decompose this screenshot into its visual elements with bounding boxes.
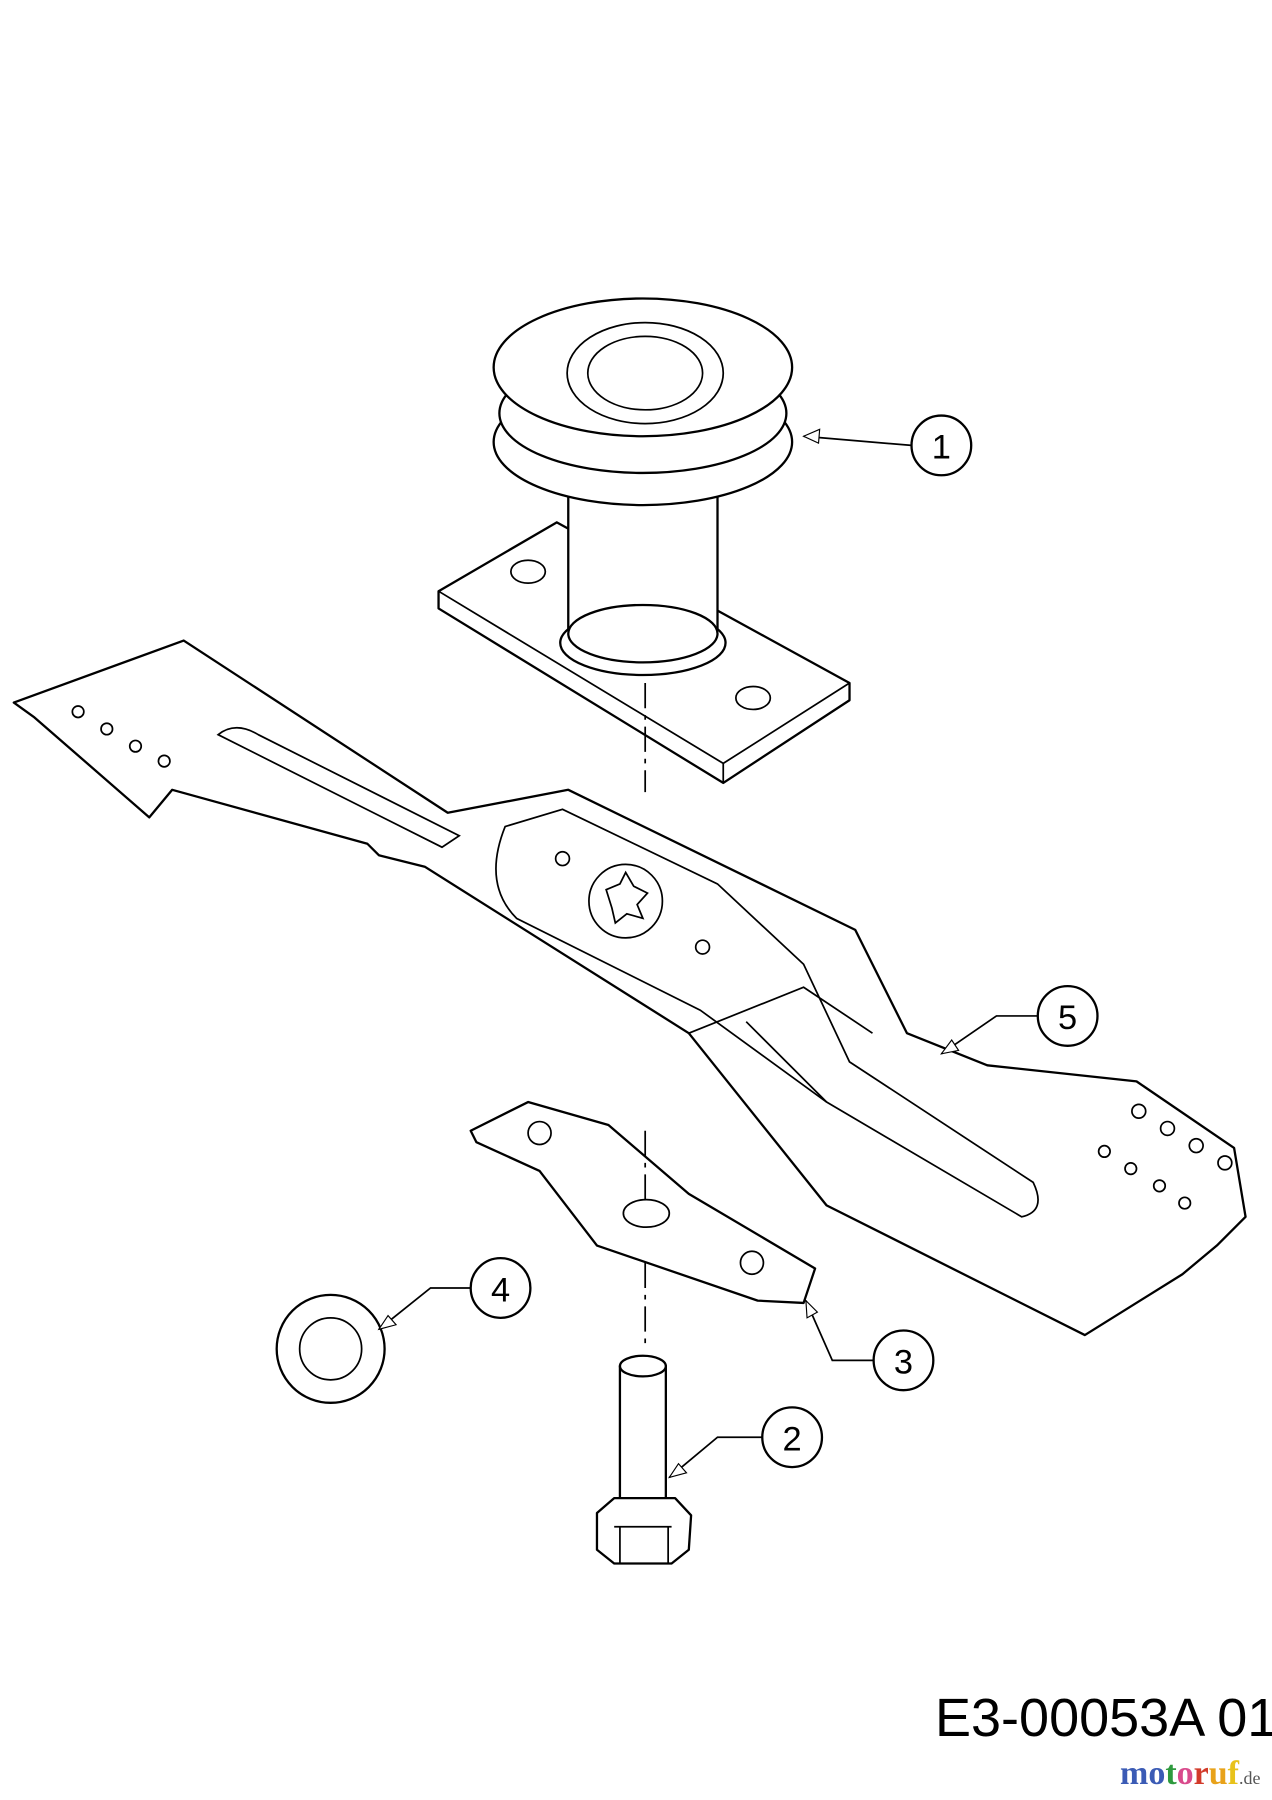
watermark-letter: t (1165, 1755, 1177, 1792)
watermark-suffix: .de (1239, 1768, 1261, 1788)
watermark-letter: m (1120, 1755, 1149, 1792)
callout-number: 3 (894, 1344, 913, 1382)
callout-number: 1 (932, 429, 951, 467)
callout-4: 4 (377, 1257, 532, 1331)
pulley-spindle (437, 297, 851, 793)
callout-2: 2 (667, 1406, 824, 1479)
watermark-letter: u (1208, 1755, 1228, 1792)
callout-number: 4 (491, 1271, 510, 1309)
watermark-text: motoruf (1120, 1755, 1239, 1792)
callout-number: 2 (783, 1421, 802, 1459)
blade (12, 639, 1247, 1337)
watermark-letter: o (1148, 1755, 1166, 1792)
blade-center-hole (588, 863, 664, 939)
watermark-letter: o (1176, 1755, 1194, 1792)
bolt (595, 1354, 693, 1565)
callout-1: 1 (802, 414, 973, 477)
washer (275, 1293, 386, 1404)
callout-5: 5 (939, 984, 1099, 1055)
watermark-logo: motoruf.de (1120, 1754, 1261, 1798)
watermark-letter: r (1193, 1755, 1209, 1792)
drawing-code: E3-00053A 01 (935, 1688, 1272, 1748)
blade-adapter (469, 1100, 817, 1344)
watermark-letter: f (1227, 1755, 1239, 1792)
callout-number: 5 (1058, 999, 1077, 1037)
callout-3: 3 (805, 1299, 935, 1392)
